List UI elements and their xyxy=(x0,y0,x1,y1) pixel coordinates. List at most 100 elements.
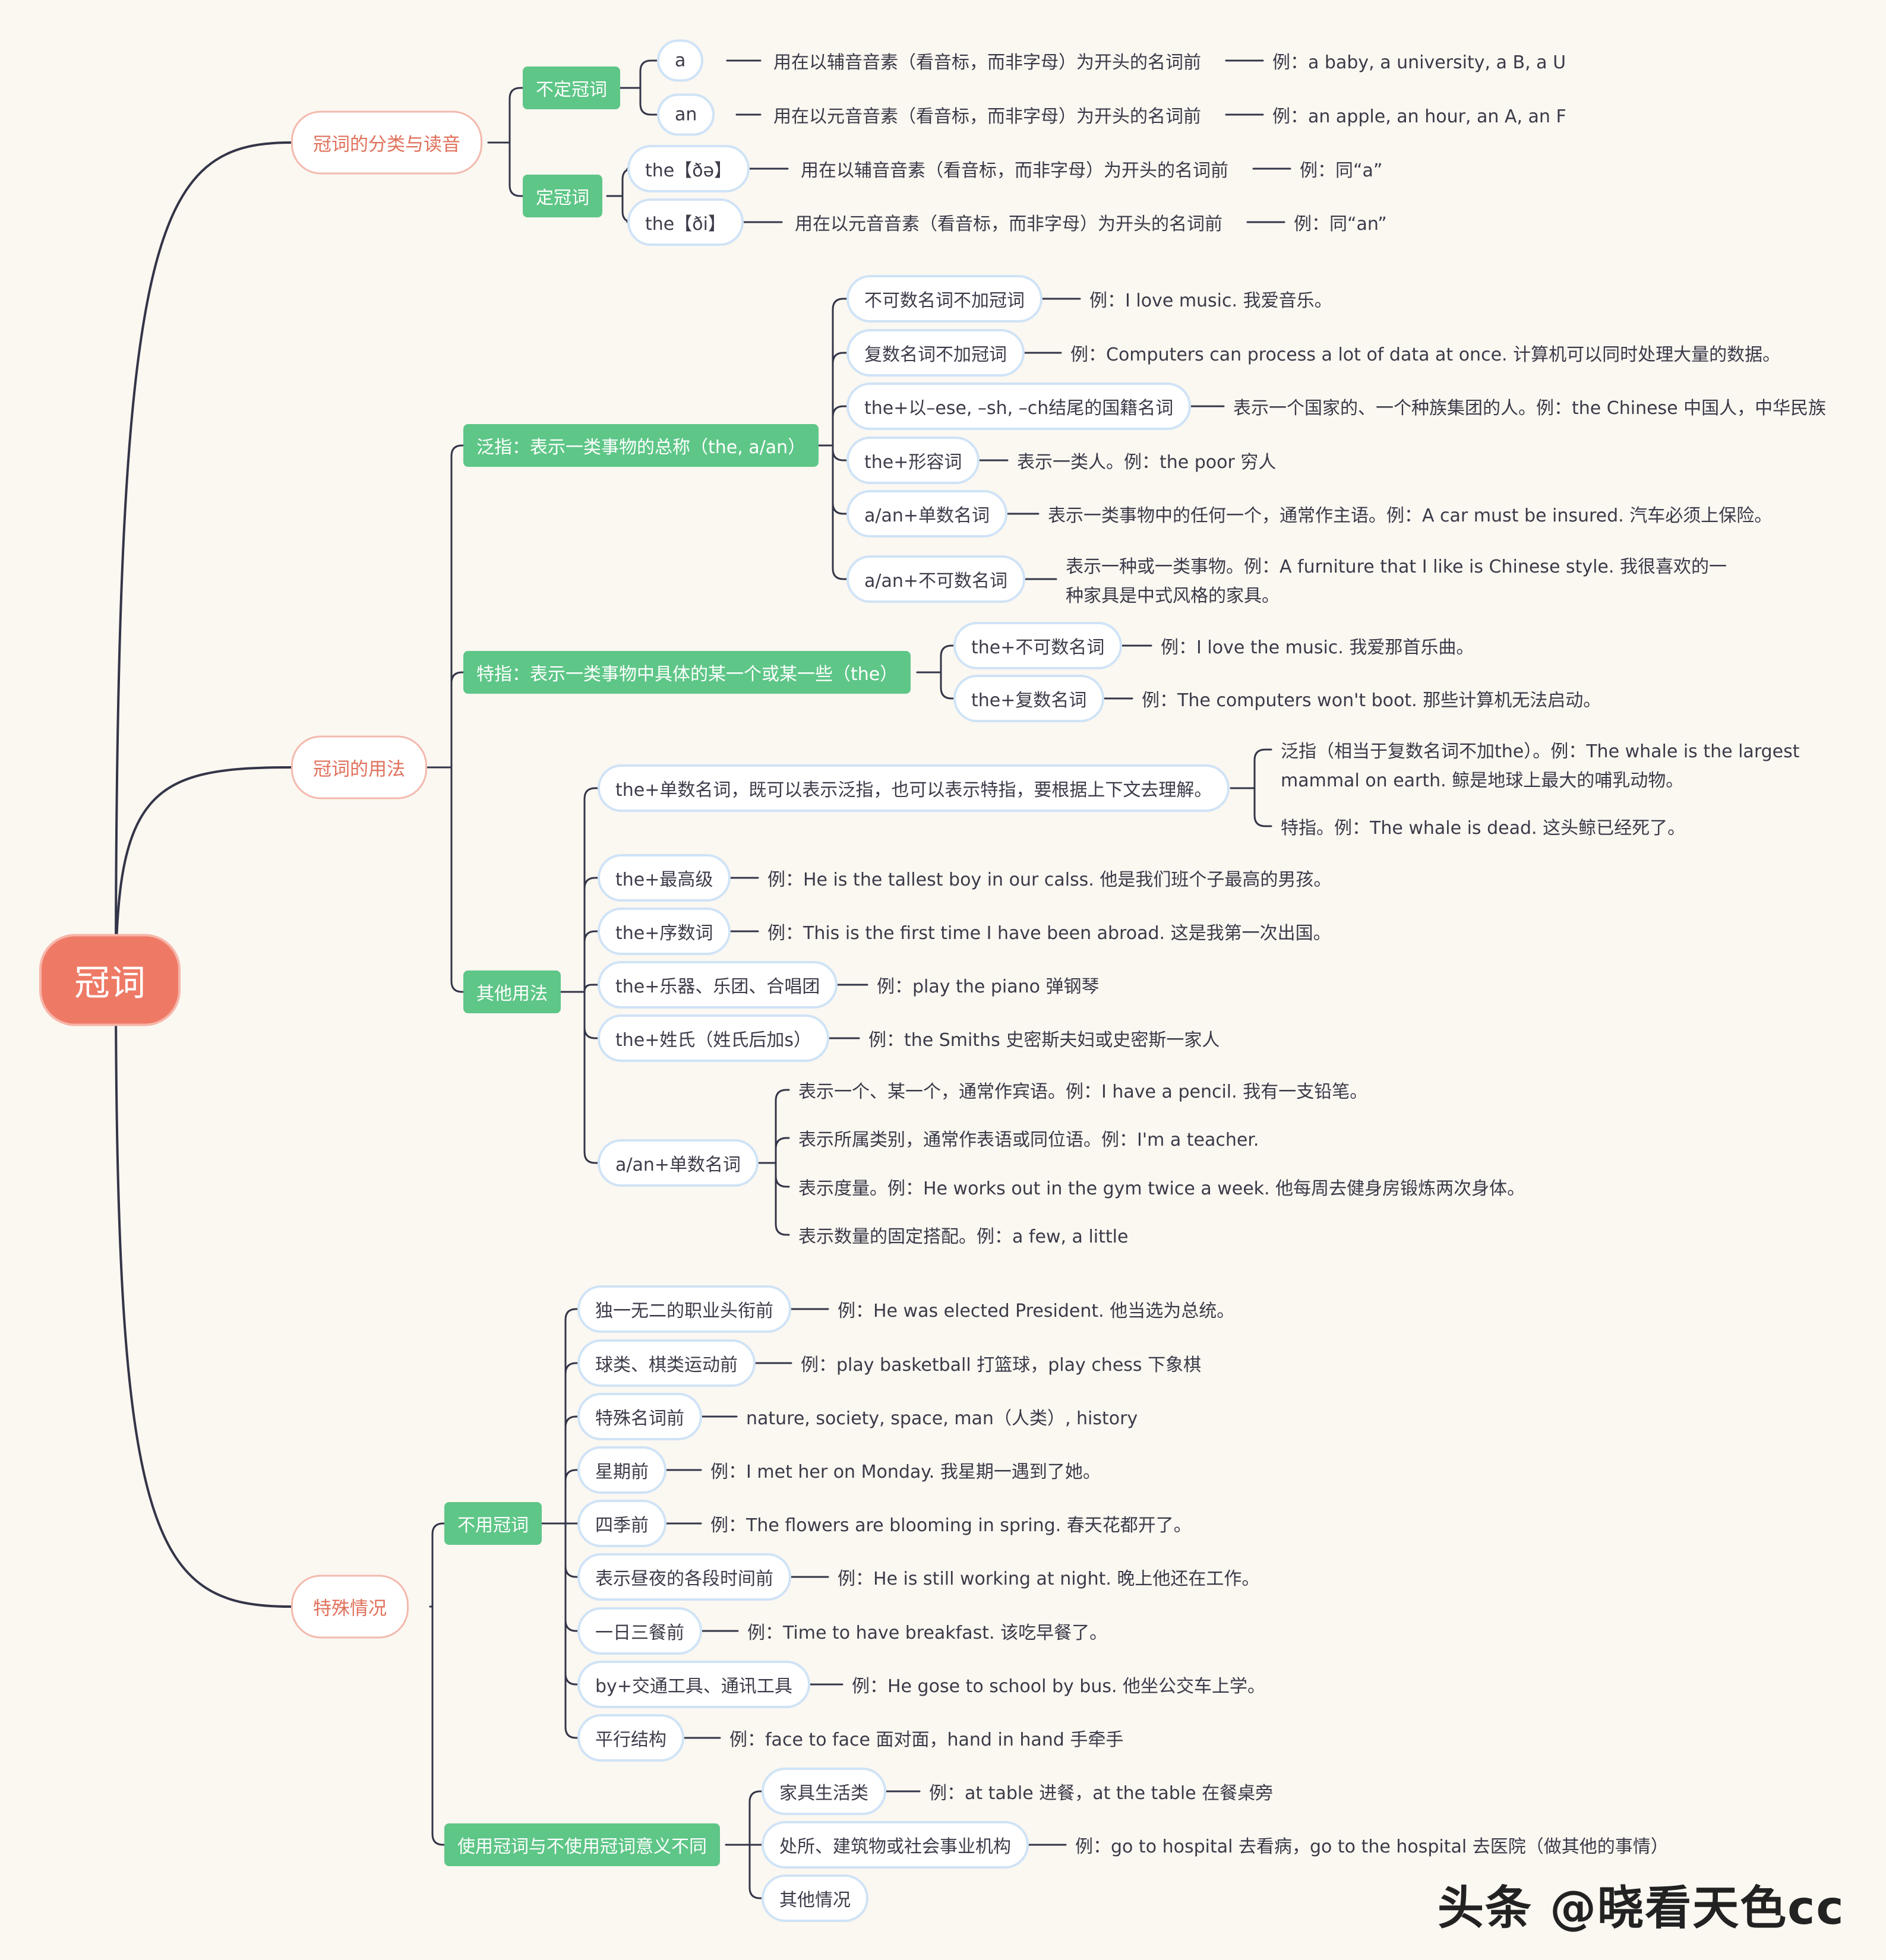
other-item-node[interactable]: the+序数词 xyxy=(598,908,731,955)
other-item-node[interactable]: the+最高级 xyxy=(598,854,731,902)
generic-reference-node[interactable]: 泛指：表示一类事物的总称（the, a/an） xyxy=(463,424,819,467)
connector xyxy=(564,1362,579,1525)
meaning-differs-example: 例：at table 进餐，at the table 在餐桌旁 xyxy=(929,1783,1274,1804)
watermark: 头条 @晓看天色cc xyxy=(1438,1882,1845,1935)
no-article-item-example: 例：face to face 面对面，hand in hand 手牵手 xyxy=(729,1730,1124,1750)
article-the-vowel-node[interactable]: the【ði】 xyxy=(627,198,744,246)
meaning-differs-item-node[interactable]: 其他情况 xyxy=(762,1874,868,1922)
connector xyxy=(832,352,848,447)
no-article-item-node[interactable]: 一日三餐前 xyxy=(577,1607,702,1655)
category-special[interactable]: 特殊情况 xyxy=(291,1575,409,1639)
connector xyxy=(583,991,599,1164)
connector xyxy=(775,1162,790,1188)
category-classification[interactable]: 冠词的分类与读音 xyxy=(291,110,482,175)
connector xyxy=(775,1089,790,1164)
specific-item-example: 例：The computers won't boot. 那些计算机无法启动。 xyxy=(1142,690,1601,711)
connector xyxy=(564,1469,579,1525)
connector xyxy=(832,444,848,580)
singular-generic-line2: mammal on earth. 鲸是地球上最大的哺乳动物。 xyxy=(1281,770,1684,791)
indefinite-article-node[interactable]: 不定冠词 xyxy=(523,67,620,109)
no-article-item-node[interactable]: 平行结构 xyxy=(577,1714,684,1762)
article-the-consonant-node[interactable]: the【ðə】 xyxy=(627,145,750,192)
no-article-item-node[interactable]: 表示昼夜的各段时间前 xyxy=(577,1553,791,1601)
a-example: 例：a baby, a university, a B, a U xyxy=(1272,52,1566,73)
the-vowel-example: 例：同“an” xyxy=(1294,214,1387,235)
no-article-item-example: 例：Time to have breakfast. 该吃早餐了。 xyxy=(747,1623,1108,1643)
specific-item-node[interactable]: the+复数名词 xyxy=(953,675,1105,722)
specific-reference-node[interactable]: 特指：表示一类事物中具体的某一个或某一些（the） xyxy=(463,651,911,694)
no-article-item-node[interactable]: 球类、棋类运动前 xyxy=(577,1339,756,1387)
connector xyxy=(832,405,848,447)
no-article-node[interactable]: 不用冠词 xyxy=(444,1502,542,1545)
generic-item-node[interactable]: 不可数名词不加冠词 xyxy=(846,275,1042,323)
specific-item-example: 例：I love the music. 我爱那首乐曲。 xyxy=(1161,637,1474,658)
connector xyxy=(564,1522,579,1686)
connector xyxy=(508,141,524,197)
article-an-node[interactable]: an xyxy=(657,93,715,136)
connector xyxy=(583,991,599,1039)
meaning-differs-example: 例：go to hospital 去看病，go to the hospital … xyxy=(1075,1836,1669,1857)
generic-item-node[interactable]: the+以–ese, –sh, –ch结尾的国籍名词 xyxy=(846,382,1192,430)
the-consonant-description: 用在以辅音音素（看音标，而非字母）为开头的名词前 xyxy=(801,160,1228,181)
connector xyxy=(115,766,292,981)
no-article-item-node[interactable]: 四季前 xyxy=(577,1500,666,1547)
generic-item-node[interactable]: a/an+单数名词 xyxy=(846,490,1008,538)
no-article-item-example: 例：The flowers are blooming in spring. 春天… xyxy=(710,1515,1192,1536)
connector xyxy=(431,1605,446,1846)
connector xyxy=(450,671,465,769)
meaning-differs-node[interactable]: 使用冠词与不使用冠词意义不同 xyxy=(444,1823,720,1866)
connector xyxy=(1253,787,1272,827)
generic-item-example: 表示一类事物中的任何一个，通常作主语。例：A car must be insur… xyxy=(1048,505,1773,526)
generic-item-node[interactable]: the+形容词 xyxy=(846,437,980,484)
singular-specific: 特指。例：The whale is dead. 这头鲸已经死了。 xyxy=(1281,818,1686,839)
root-node[interactable]: 冠词 xyxy=(39,934,181,1026)
connector xyxy=(431,1522,446,1608)
no-article-item-example: 例：He gose to school by bus. 他坐公交车上学。 xyxy=(852,1676,1266,1697)
connector xyxy=(832,298,848,447)
connector xyxy=(940,671,955,700)
a-an-usage-line: 表示数量的固定搭配。例：a few, a little xyxy=(798,1226,1129,1247)
specific-item-node[interactable]: the+不可数名词 xyxy=(953,622,1123,669)
connector xyxy=(775,1162,790,1236)
no-article-item-node[interactable]: by+交通工具、通讯工具 xyxy=(577,1661,810,1708)
meaning-differs-item-node[interactable]: 家具生活类 xyxy=(762,1768,886,1815)
a-an-usage-line: 表示度量。例：He works out in the gym twice a w… xyxy=(798,1178,1525,1199)
connector xyxy=(748,1844,763,1899)
generic-item-example: 例：I love music. 我爱音乐。 xyxy=(1089,290,1332,311)
a-an-singular-node[interactable]: a/an+单数名词 xyxy=(598,1139,759,1187)
definite-article-node[interactable]: 定冠词 xyxy=(523,175,602,217)
connector xyxy=(775,1137,790,1164)
other-item-node[interactable]: the+乐器、乐团、合唱团 xyxy=(598,961,838,1009)
no-article-item-example: 例：I met her on Monday. 我星期一遇到了她。 xyxy=(710,1462,1101,1482)
meaning-differs-item-node[interactable]: 处所、建筑物或社会事业机构 xyxy=(762,1821,1029,1869)
generic-item-example: 例：Computers can process a lot of data at… xyxy=(1070,344,1781,365)
no-article-item-example: 例：play basketball 打篮球，play chess 下象棋 xyxy=(801,1355,1202,1376)
generic-item-example-line1: 表示一种或一类事物。例：A furniture that I like is C… xyxy=(1066,557,1727,577)
no-article-item-example: nature, society, space, man（人类）, history xyxy=(746,1408,1138,1429)
connector xyxy=(564,1522,579,1578)
connector xyxy=(583,984,599,993)
generic-item-node[interactable]: a/an+不可数名词 xyxy=(846,555,1026,603)
other-usage-node[interactable]: 其他用法 xyxy=(463,970,561,1013)
article-a-node[interactable]: a xyxy=(657,39,704,82)
connector xyxy=(508,87,524,144)
singular-noun-node[interactable]: the+单数名词，既可以表示泛指，也可以表示特指，要根据上下文去理解。 xyxy=(598,764,1230,812)
the-vowel-description: 用在以元音音素（看音标，而非字母）为开头的名词前 xyxy=(795,214,1222,235)
connector xyxy=(1253,748,1272,789)
an-description: 用在以元音音素（看音标，而非字母）为开头的名词前 xyxy=(773,106,1201,127)
other-item-example: 例：play the piano 弹钢琴 xyxy=(877,976,1100,997)
no-article-item-node[interactable]: 星期前 xyxy=(577,1446,666,1494)
generic-item-example-line2: 种家具是中式风格的家具。 xyxy=(1066,586,1280,606)
no-article-item-node[interactable]: 特殊名词前 xyxy=(577,1393,702,1440)
connector xyxy=(450,766,465,993)
generic-item-node[interactable]: 复数名词不加冠词 xyxy=(846,329,1025,377)
other-item-example: 例：This is the first time I have been abr… xyxy=(767,923,1331,944)
no-article-item-node[interactable]: 独一无二的职业头衔前 xyxy=(577,1285,791,1333)
an-example: 例：an apple, an hour, an A, an F xyxy=(1272,106,1566,127)
other-item-node[interactable]: the+姓氏（姓氏后加s） xyxy=(598,1014,829,1062)
category-usage[interactable]: 冠词的用法 xyxy=(291,735,427,799)
other-item-example: 例：He is the tallest boy in our calss. 他是… xyxy=(767,870,1332,890)
connector xyxy=(583,787,599,993)
